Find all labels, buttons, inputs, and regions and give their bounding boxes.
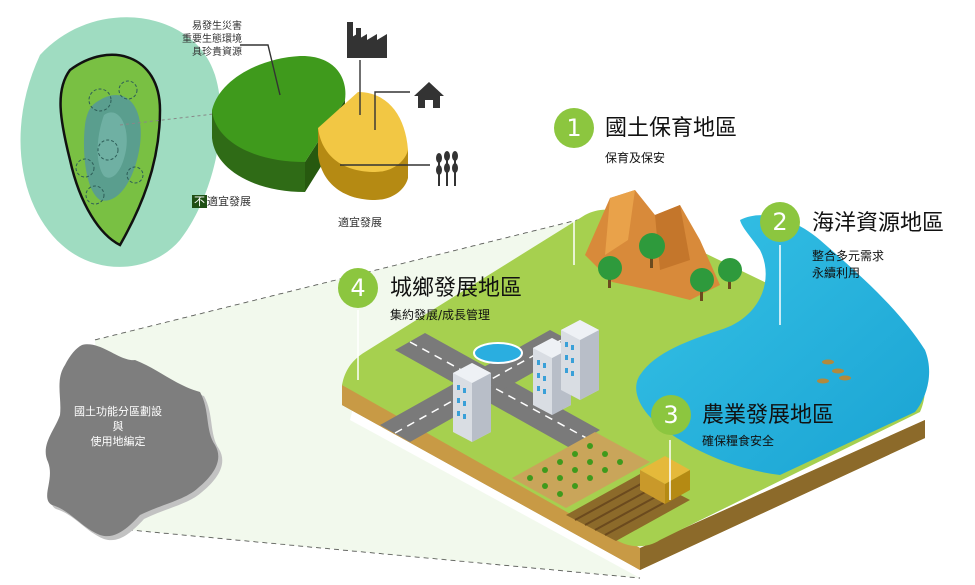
- boats: [817, 359, 851, 384]
- unsuitable-text: 適宜發展: [207, 195, 251, 208]
- region-line-2: 與: [112, 420, 124, 433]
- taiwan-map-icon: [20, 17, 221, 267]
- region-label: 國土功能分區劃設 與 使用地編定: [52, 404, 184, 449]
- zone-3-subtitle: 確保糧食安全: [702, 434, 775, 448]
- risk-line-3: 具珍貴資源: [192, 47, 242, 58]
- region-silhouette: [45, 344, 223, 541]
- trees: [598, 233, 742, 301]
- hay-bales: [640, 456, 690, 504]
- zone-2-number: 2: [760, 202, 800, 242]
- zone-2-sub-line-2: 永續利用: [812, 266, 861, 280]
- region-line-1: 國土功能分區劃設: [74, 405, 162, 418]
- zone-3-number: 3: [651, 395, 691, 435]
- region-line-3: 使用地編定: [90, 435, 146, 448]
- factory-icon: [347, 22, 387, 58]
- zone-4-number: 4: [338, 268, 378, 308]
- buildings: [453, 320, 599, 442]
- unsuitable-label: 不適宜發展: [192, 193, 251, 209]
- zone-3-title: 農業發展地區: [702, 403, 835, 428]
- risk-line-2: 重要生態環境: [182, 34, 242, 45]
- zone-2-sub-line-1: 整合多元需求: [812, 249, 885, 263]
- risk-line-1: 易發生災害: [192, 21, 242, 32]
- pond: [473, 342, 523, 364]
- farm-fields: [512, 432, 690, 541]
- zone-2-title: 海洋資源地區: [812, 211, 945, 236]
- sea-area: [636, 215, 930, 476]
- wheat-icon: [436, 151, 458, 186]
- unsuitable-mark: 不: [192, 195, 207, 208]
- pie-chart: [212, 44, 430, 200]
- zone-4-title: 城鄉發展地區: [390, 276, 523, 301]
- zone-2-subtitle: 整合多元需求 永續利用: [812, 248, 884, 282]
- zone-1-subtitle: 保育及保安: [605, 151, 666, 165]
- zone-1-title: 國土保育地區: [605, 116, 738, 141]
- zone-1-number: 1: [554, 108, 594, 148]
- risk-label: 易發生災害 重要生態環境 具珍貴資源: [160, 20, 242, 59]
- house-icon: [414, 82, 444, 108]
- zone-4-subtitle: 集約發展/成長管理: [390, 308, 491, 322]
- suitable-label: 適宜發展: [338, 216, 382, 229]
